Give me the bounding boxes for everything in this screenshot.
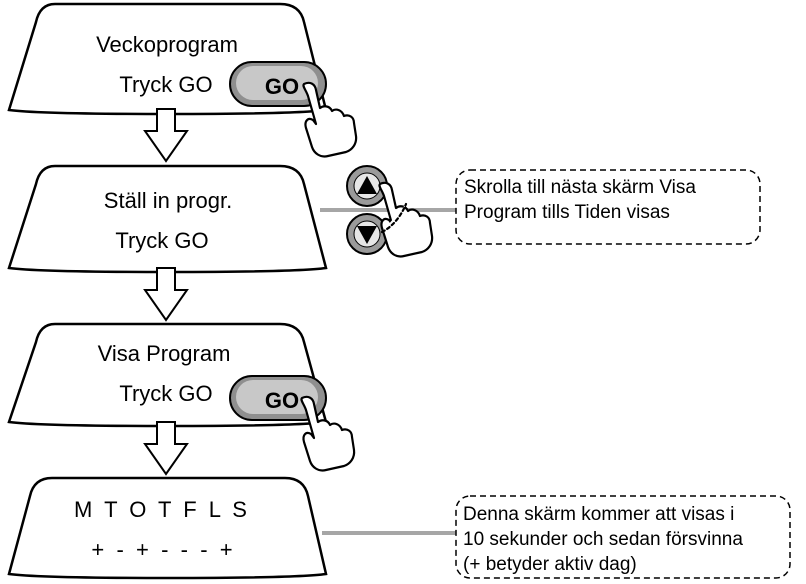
note-display: Denna skärm kommer att visas i 10 sekund… (455, 495, 791, 579)
up-triangle-icon (357, 176, 377, 194)
screen-visa-program-instruction: Tryck GO (119, 381, 212, 406)
note-scroll-line-2: Program tills Tiden visas (464, 202, 670, 223)
screen-stall-in-progr-frame (7, 164, 328, 274)
hand-pointer-icon (302, 81, 358, 158)
screen-day-status: + - + - - - + (91, 537, 232, 562)
screen-veckoprogram-instruction: Tryck GO (119, 72, 212, 97)
down-arrow-icon (144, 108, 188, 162)
hand-pointer-icon (378, 181, 434, 258)
note-scroll: Skrolla till nästa skärm Visa Program ti… (455, 169, 761, 245)
down-triangle-icon (357, 226, 377, 244)
note-display-line-1: Denna skärm kommer att visas i (463, 504, 734, 525)
screen-day-letters: M T O T F L S (74, 497, 250, 522)
down-arrow-icon (144, 267, 188, 321)
screen-day-display-frame (7, 476, 328, 580)
screen-veckoprogram-title: Veckoprogram (96, 32, 238, 57)
screen-stall-in-progr-title: Ställ in progr. (104, 188, 232, 213)
go-button-1-label: GO (265, 74, 299, 99)
screen-stall-in-progr-instruction: Tryck GO (115, 228, 208, 253)
note-display-bubble (455, 495, 791, 579)
screen-day-display: M T O T F L S + - + - - - + (7, 476, 328, 580)
go-button-2[interactable]: GO (229, 375, 327, 421)
note-display-line-2: 10 sekunder och sedan försvinna (463, 529, 743, 550)
go-button-2-label: GO (265, 388, 299, 413)
down-button[interactable] (346, 213, 388, 255)
down-arrow-icon (144, 421, 188, 475)
note-display-line-3: (+ betyder aktiv dag) (463, 554, 637, 575)
hand-pointer-icon (300, 395, 356, 472)
dotted-hand-motion (380, 202, 408, 234)
go-button-1[interactable]: GO (229, 61, 327, 107)
note-scroll-bubble (455, 169, 761, 245)
screen-visa-program-title: Visa Program (98, 341, 231, 366)
note-scroll-line-1: Skrolla till nästa skärm Visa (464, 177, 696, 198)
screen-stall-in-progr: Ställ in progr. Tryck GO (7, 164, 328, 274)
up-button[interactable] (346, 165, 388, 207)
